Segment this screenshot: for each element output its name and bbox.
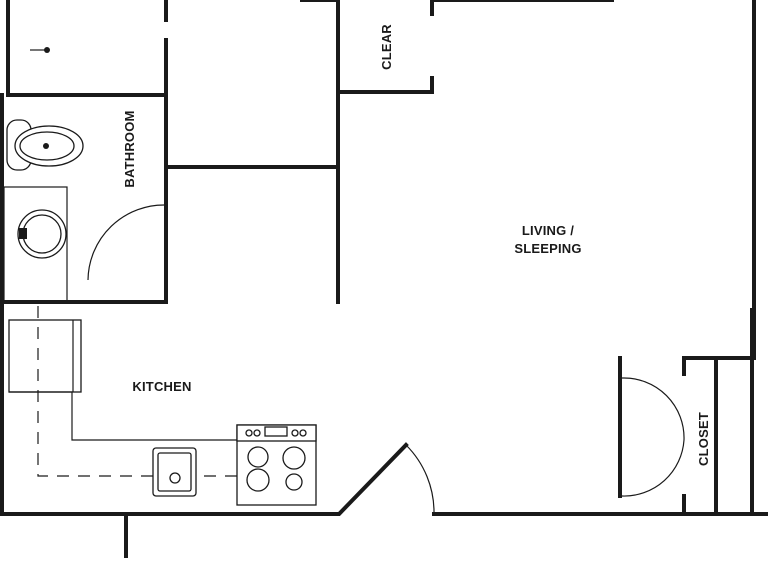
entry-door-icon [337,442,435,516]
room-label-living-line2: SLEEPING [514,241,582,256]
walls [0,0,768,558]
room-label-living-line1: LIVING / [521,223,575,238]
kitchen-sink-icon [152,447,197,497]
room-label-closet: CLOSET [696,412,711,466]
bathroom-door-icon [87,204,167,281]
bathroom-sink-icon [17,209,67,259]
toilet-icon [6,119,84,171]
closet-doors-icon [621,377,685,497]
room-label-clear: CLEAR [379,24,394,70]
refrigerator-icon [8,319,82,393]
wall-fixture-icon [30,47,50,53]
room-label-kitchen: KITCHEN [132,379,192,394]
stove-icon [236,424,317,506]
room-label-bathroom: BATHROOM [122,110,137,188]
bathroom-vanity [3,186,68,303]
